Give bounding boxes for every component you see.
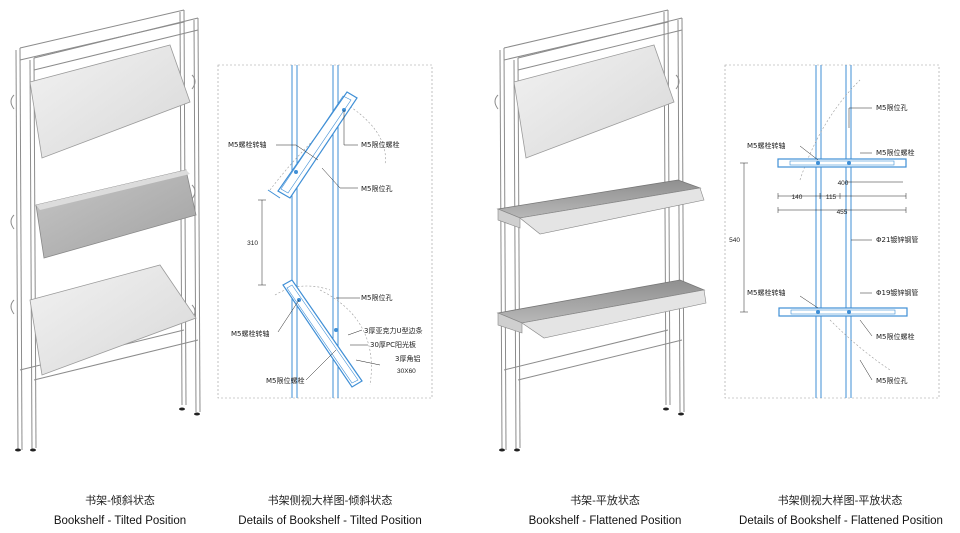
caption-cn-flattened: 书架-平放状态 <box>570 494 640 507</box>
label-flat-h: M5限位孔 <box>876 376 908 385</box>
detail-tilted-frame <box>217 64 433 399</box>
caption-en-detail-flattened: Details of Bookshelf - Flattened Positio… <box>739 515 943 527</box>
flat-shelf-bottom <box>496 279 707 339</box>
dim-flat-140: 140 <box>792 194 803 201</box>
detail-tilted-upper-arm <box>267 91 386 199</box>
label-tilted-i: 30X60 <box>397 368 416 375</box>
caption-en-tilted: Bookshelf - Tilted Position <box>53 515 187 527</box>
caption-en-flattened: Bookshelf - Flattened Position <box>528 515 682 527</box>
flat-shelf-middle <box>496 179 705 235</box>
tilted-shelf-middle <box>35 169 197 259</box>
label-tilted-f: 3厚亚克力U型边条 <box>364 326 423 335</box>
bookshelf-flattened-illustration <box>494 9 685 452</box>
tilted-shelf-bottom <box>29 264 197 376</box>
dim-flat-400: 400 <box>838 180 849 187</box>
detail-flat-frame <box>724 64 940 399</box>
label-flat-a: M5限位孔 <box>876 103 908 112</box>
label-tilted-a: M5螺栓转轴 <box>228 140 267 149</box>
detail-tilted-leaders <box>258 110 381 381</box>
caption-cn-detail-tilted: 书架侧视大样图-倾斜状态 <box>267 494 393 507</box>
detail-tilted-lower-arm <box>274 279 372 388</box>
flat-shelf-top-tilted <box>513 44 675 159</box>
label-tilted-b: M5限位螺栓 <box>361 140 400 149</box>
detail-tilted-labels: M5螺栓转轴 M5限位螺栓 M5限位孔 310 M5限位孔 M5螺栓转轴 3厚亚… <box>228 140 423 385</box>
label-tilted-j: M5限位螺栓 <box>266 376 305 385</box>
label-tilted-d: M5限位孔 <box>361 293 393 302</box>
label-flat-g: M5限位螺栓 <box>876 332 915 341</box>
dim-flat-540: 540 <box>729 237 740 244</box>
detail-flat-tubes <box>815 65 852 398</box>
label-tilted-h: 3厚角铝 <box>395 354 420 363</box>
detail-flat-lower-arm <box>778 307 908 371</box>
detail-flat-leaders <box>740 107 907 381</box>
caption-cn-tilted: 书架-倾斜状态 <box>85 494 155 507</box>
caption-en-detail-tilted: Details of Bookshelf - Tilted Position <box>238 515 422 527</box>
label-tilted-g: 30厚PC阳光板 <box>370 340 416 349</box>
detail-flat-upper-arm <box>777 79 907 181</box>
label-flat-c: M5限位螺栓 <box>876 148 915 157</box>
label-flat-f: Φ19镀锌钢管 <box>876 288 918 297</box>
dim-flat-455: 455 <box>837 209 848 216</box>
tilted-shelf-top <box>29 44 191 159</box>
label-flat-e: M5螺栓转轴 <box>747 288 786 297</box>
label-flat-b: M5螺栓转轴 <box>747 141 786 150</box>
detail-flat-labels: M5限位孔 M5螺栓转轴 M5限位螺栓 400 140 115 455 540 … <box>729 103 918 385</box>
label-tilted-c: M5限位孔 <box>361 184 393 193</box>
caption-cn-detail-flattened: 书架侧视大样图-平放状态 <box>777 494 903 507</box>
label-flat-d: Φ21镀锌钢管 <box>876 235 918 244</box>
dim-tilted-spacing: 310 <box>247 240 258 247</box>
dim-flat-115: 115 <box>826 194 837 201</box>
label-tilted-e: M5螺栓转轴 <box>231 329 270 338</box>
